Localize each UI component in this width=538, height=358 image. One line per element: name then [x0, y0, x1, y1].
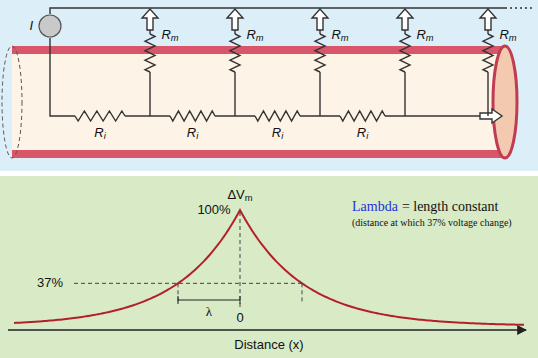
circuit-wires: [50, 8, 532, 123]
source-circle: [38, 14, 62, 38]
axis-title: Distance (x): [234, 338, 303, 352]
axon: [2, 46, 517, 158]
internal-resistance-label: Ri: [357, 126, 368, 142]
percent-label: 37%: [37, 276, 63, 290]
percent-label: 100%: [197, 203, 230, 217]
membrane-resistance-label: Rm: [246, 28, 263, 44]
current-source: I: [38, 14, 62, 38]
definition-text: = length constant: [402, 199, 499, 214]
definition-note: (distance at which 37% voltage change): [352, 217, 512, 228]
definition-term: Lambda: [352, 199, 398, 214]
internal-resistance-label: Ri: [272, 126, 283, 142]
bottom-panel: [0, 176, 538, 358]
lambda-symbol: λ: [206, 305, 212, 319]
voltage-label: ΔVm: [227, 188, 252, 204]
internal-resistance-label: Ri: [94, 126, 105, 142]
origin-label: 0: [236, 311, 243, 325]
current-label: I: [29, 19, 33, 33]
decay-graph: [8, 210, 526, 330]
membrane-resistance-label: Rm: [416, 28, 433, 44]
membrane-resistance-label: Rm: [499, 28, 516, 44]
membrane-resistance-label: Rm: [161, 28, 178, 44]
internal-resistance-label: Ri: [187, 126, 198, 142]
top-panel: [0, 0, 538, 171]
membrane-resistance-label: Rm: [331, 28, 348, 44]
